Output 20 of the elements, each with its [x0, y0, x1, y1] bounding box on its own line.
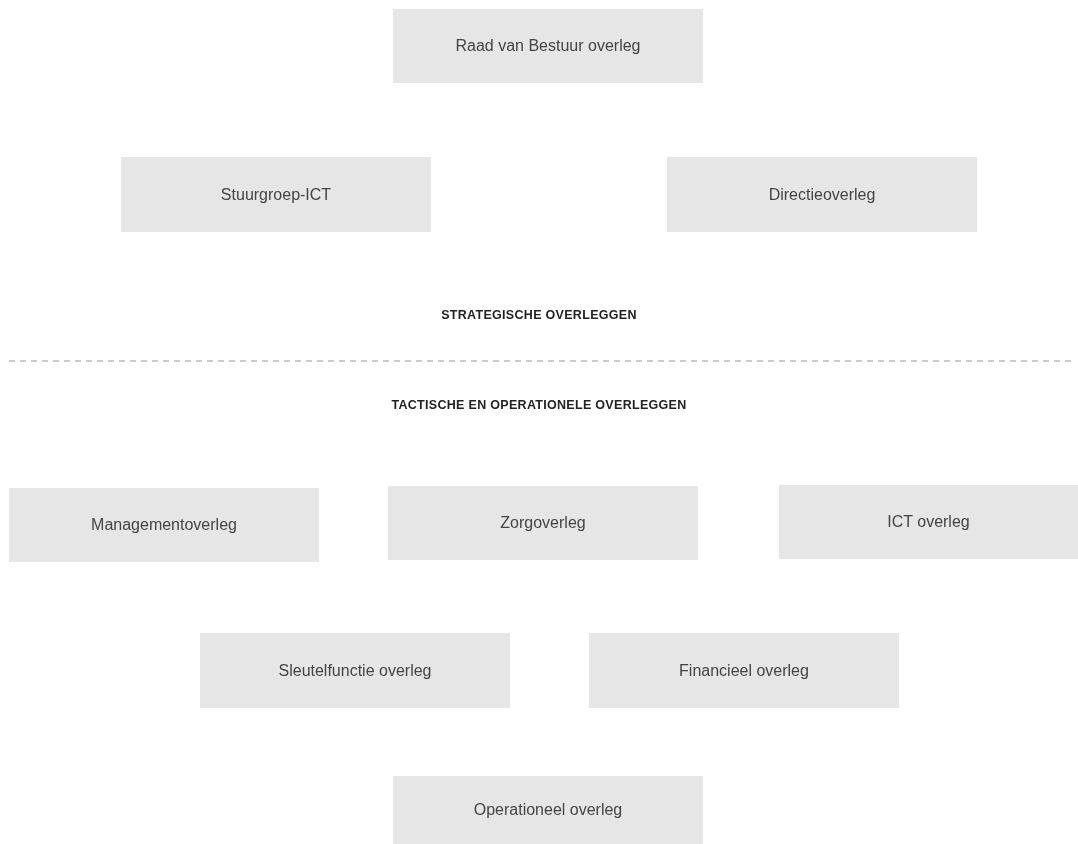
box-label: Raad van Bestuur overleg — [455, 37, 641, 55]
meeting-box — [667, 157, 977, 232]
box-label: Directieoverleg — [768, 185, 876, 204]
meeting-box — [121, 157, 431, 232]
box-label: Operationeel overleg — [473, 801, 623, 819]
section-heading: STRATEGISCHE OVERLEGGEN — [440, 308, 638, 322]
meeting-box — [388, 486, 698, 560]
meeting-box — [393, 776, 703, 844]
section-heading: TACTISCHE EN OPERATIONELE OVERLEGGEN — [390, 398, 688, 412]
box-label: Zorgoverleg — [500, 514, 586, 532]
box-label: Stuurgroep-ICT — [220, 185, 332, 204]
box-label: Financieel overleg — [679, 661, 809, 680]
meeting-box — [200, 633, 510, 708]
meeting-box — [393, 9, 703, 83]
box-label: ICT overleg — [887, 513, 970, 531]
meeting-box — [9, 488, 319, 562]
box-label: Sleutelfunctie overleg — [278, 661, 432, 680]
box-label: Managementoverleg — [91, 516, 237, 534]
meeting-box — [589, 633, 899, 708]
meeting-box — [779, 485, 1078, 559]
